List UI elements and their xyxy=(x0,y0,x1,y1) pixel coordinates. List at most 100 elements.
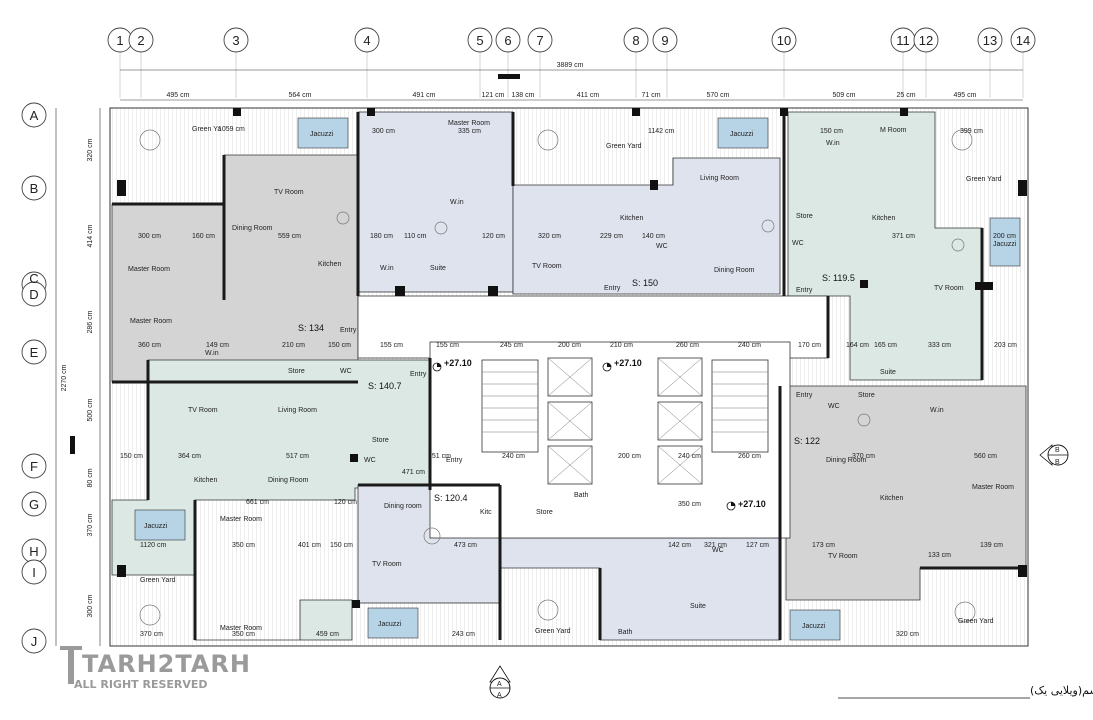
interior-dim: 300 cm xyxy=(138,233,161,240)
section-label-b2: B xyxy=(1055,459,1060,466)
label-tv-room: TV Room xyxy=(934,285,964,292)
interior-dim: 245 cm xyxy=(500,342,523,349)
interior-dim: 165 cm xyxy=(874,342,897,349)
top-span: 509 cm xyxy=(833,92,856,99)
label-w-in: W.in xyxy=(930,407,944,414)
label-suite: Suite xyxy=(880,369,896,376)
title-text: پلان اندازه گذاری طبقه ششم(ویلایی یک) xyxy=(1030,684,1093,697)
interior-dim: 335 cm xyxy=(458,128,481,135)
grid-label-1: 1 xyxy=(116,33,123,48)
grid-label-8: 8 xyxy=(632,33,639,48)
grid-label-11: 11 xyxy=(896,33,910,48)
interior-dim: 360 cm xyxy=(138,342,161,349)
label-living-room: Living Room xyxy=(700,175,739,182)
top-span: 121 cm xyxy=(482,92,505,99)
label-suite: Suite xyxy=(430,265,446,272)
label-green-yard: Green Yard xyxy=(140,577,176,584)
interior-dim: 203 cm xyxy=(994,342,1017,349)
label-entry: Entry xyxy=(410,371,427,378)
grid-bubble-9 xyxy=(652,27,678,53)
grid-label-5: 5 xyxy=(476,33,483,48)
watermark: TARH2TARH ALL RIGHT RESERVED xyxy=(60,646,250,691)
grid-label-13: 13 xyxy=(983,33,997,48)
jacuzzi xyxy=(367,607,419,639)
grid-bubble-6 xyxy=(495,27,521,53)
grid-label-E: E xyxy=(30,345,39,360)
level-label: +27.10 xyxy=(614,358,642,368)
grid-bubble-3 xyxy=(223,27,249,53)
label-jacuzzi: Jacuzzi xyxy=(378,621,402,628)
jacuzzi xyxy=(134,509,186,541)
interior-dim: 170 cm xyxy=(798,342,821,349)
label-m-room: M Room xyxy=(880,127,907,134)
label-dining-room: Dining Room xyxy=(826,457,867,464)
structural-columns xyxy=(117,108,1027,608)
grid-bubble-2 xyxy=(128,27,154,53)
interior-dim: 661 cm xyxy=(246,499,269,506)
unit-fills xyxy=(111,111,1027,641)
label-wc: WC xyxy=(340,368,352,375)
label-green-yard: Green Ya xyxy=(192,126,221,133)
dimension-marker xyxy=(498,74,520,79)
interior-dim: 200 cm xyxy=(558,342,581,349)
top-span: 495 cm xyxy=(954,92,977,99)
interior-dim: 142 cm xyxy=(668,542,691,549)
unit-area-w: S: 140.7 xyxy=(368,381,402,391)
interior-dim: 321 cm xyxy=(704,542,727,549)
watermark-tagline: ALL RIGHT RESERVED xyxy=(74,678,208,691)
interior-dim: 350 cm xyxy=(678,501,701,508)
label-tv-room: TV Room xyxy=(828,553,858,560)
label-store: Store xyxy=(372,437,389,444)
interior-dim: 371 cm xyxy=(892,233,915,240)
grid-label-D: D xyxy=(29,287,38,302)
top-span: 411 cm xyxy=(577,92,600,99)
stair xyxy=(711,359,769,453)
grid-bubble-I xyxy=(21,559,47,585)
label-wc: WC xyxy=(364,457,376,464)
grid-bubble-G xyxy=(21,491,47,517)
unit-n-center xyxy=(512,157,781,295)
interior-dim: 350 cm xyxy=(232,542,255,549)
grid-bubble-5 xyxy=(467,27,493,53)
interior-dim: 240 cm xyxy=(678,453,701,460)
label-master-room: Master Room xyxy=(130,318,172,325)
interior-dim: 351 cm xyxy=(428,453,451,460)
label-green-yard: Green Yard xyxy=(958,618,994,625)
interior-dim: 333 cm xyxy=(928,342,951,349)
label-entry: Entry xyxy=(796,287,813,294)
interior-dim: 110 cm xyxy=(404,233,427,240)
unit-n-left xyxy=(357,111,514,293)
interior-dim: 559 cm xyxy=(278,233,301,240)
label-tv-room: TV Room xyxy=(274,189,304,196)
label-entry: Entry xyxy=(604,285,621,292)
label-green-yard: Green Yard xyxy=(606,143,642,150)
grid-bubble-10 xyxy=(771,27,797,53)
interior-dim: 139 cm xyxy=(980,542,1003,549)
grid-bubble-D xyxy=(21,281,47,307)
grid-bubble-12 xyxy=(913,27,939,53)
top-span: 138 cm xyxy=(512,92,535,99)
stair xyxy=(481,359,539,453)
label-master-room: Master Room xyxy=(128,266,170,273)
interior-dim: 133 cm xyxy=(928,552,951,559)
drawing-title: پلان اندازه گذاری طبقه ششم(ویلایی یک) xyxy=(838,684,1093,699)
interior-dim: 229 cm xyxy=(600,233,623,240)
level-label: +27.10 xyxy=(444,358,472,368)
top-span: 491 cm xyxy=(413,92,436,99)
label-jacuzzi: Jacuzzi xyxy=(310,131,334,138)
section-marker-a: A A xyxy=(489,665,511,699)
jacuzzi xyxy=(717,117,769,149)
label-jacuzzi: Jacuzzi xyxy=(144,523,168,530)
interior-dim: 150 cm xyxy=(120,453,143,460)
interior-dim: 1059 cm xyxy=(218,126,245,133)
label-kitchen: Kitc xyxy=(480,509,492,516)
grid-label-6: 6 xyxy=(504,33,511,48)
label-entry: Entry xyxy=(340,327,357,334)
label-store: Store xyxy=(536,509,553,516)
jacuzzis xyxy=(134,117,1021,641)
interior-dim: 320 cm xyxy=(538,233,561,240)
interior-dim: 260 cm xyxy=(676,342,699,349)
left-span: 286 cm xyxy=(87,310,94,333)
interior-dim: 120 cm xyxy=(482,233,505,240)
label-tv-room: TV Room xyxy=(188,407,218,414)
